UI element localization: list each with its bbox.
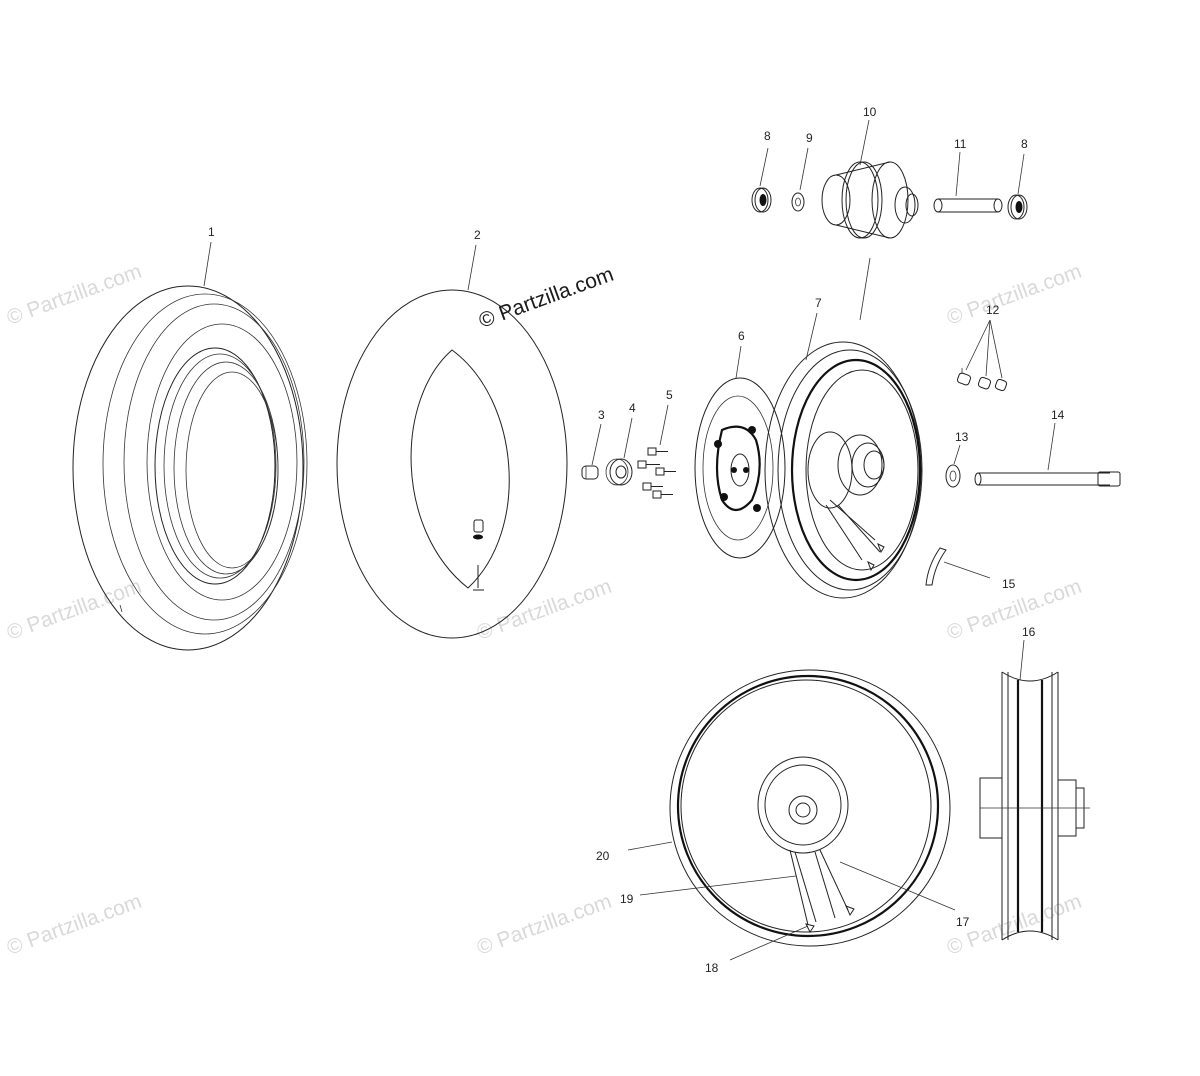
watermark-text: © Partzilla.com <box>4 890 145 960</box>
valve-caps <box>956 372 1008 392</box>
callout-8: 8 <box>764 129 771 143</box>
watermark-text: © Partzilla.com <box>474 890 615 960</box>
callout-14: 14 <box>1051 408 1065 422</box>
watermark-text: © Partzilla.com <box>474 575 615 645</box>
spacer <box>605 458 633 486</box>
callout-1: 1 <box>208 225 215 239</box>
rotor-bolts <box>637 447 676 499</box>
axle-spacer <box>933 198 1003 213</box>
watermark-text: © Partzilla.com <box>4 260 145 330</box>
watermark-text: © Partzilla.com <box>4 575 145 645</box>
axle-washer <box>945 464 961 488</box>
leader-lines <box>203 119 1056 961</box>
bearing <box>751 187 772 213</box>
bolt <box>642 482 663 491</box>
inner-tube <box>336 289 568 639</box>
hub <box>821 161 919 239</box>
callout-6: 6 <box>738 329 745 343</box>
callout-18: 18 <box>705 961 719 975</box>
callout-7: 7 <box>815 296 822 310</box>
callout-labels: 1 2 3 4 5 6 7 8 9 10 11 8 12 13 14 15 16… <box>208 105 1065 975</box>
rear-wheel <box>764 341 923 599</box>
balance-weight <box>925 547 947 586</box>
bolt <box>652 490 673 499</box>
callout-9: 9 <box>806 131 813 145</box>
callout-2: 2 <box>474 228 481 242</box>
bolt <box>655 467 676 476</box>
nut <box>581 465 599 480</box>
callout-3: 3 <box>598 408 605 422</box>
washer <box>791 192 805 212</box>
callout-15: 15 <box>1002 577 1016 591</box>
callout-16: 16 <box>1022 625 1036 639</box>
bearing <box>1007 194 1028 220</box>
watermark-text: © Partzilla.com <box>944 260 1085 330</box>
callout-4: 4 <box>629 401 636 415</box>
rim-side-view <box>979 671 1090 941</box>
callout-17: 17 <box>956 915 970 929</box>
watermark-layer: © Partzilla.com © Partzilla.com © Partzi… <box>4 260 1085 960</box>
bolt <box>637 460 660 469</box>
callout-13: 13 <box>955 430 969 444</box>
callout-12: 12 <box>986 303 1000 317</box>
rim-front-view <box>669 669 951 947</box>
bolt <box>647 447 668 456</box>
brake-rotor <box>694 377 786 559</box>
callout-19: 19 <box>620 892 634 906</box>
tire <box>72 285 308 651</box>
callout-8: 8 <box>1021 137 1028 151</box>
axle <box>974 471 1121 487</box>
callout-20: 20 <box>596 849 610 863</box>
watermark-main: © Partzilla.com <box>476 263 617 333</box>
callout-5: 5 <box>666 388 673 402</box>
callout-10: 10 <box>863 105 877 119</box>
callout-11: 11 <box>954 137 967 151</box>
